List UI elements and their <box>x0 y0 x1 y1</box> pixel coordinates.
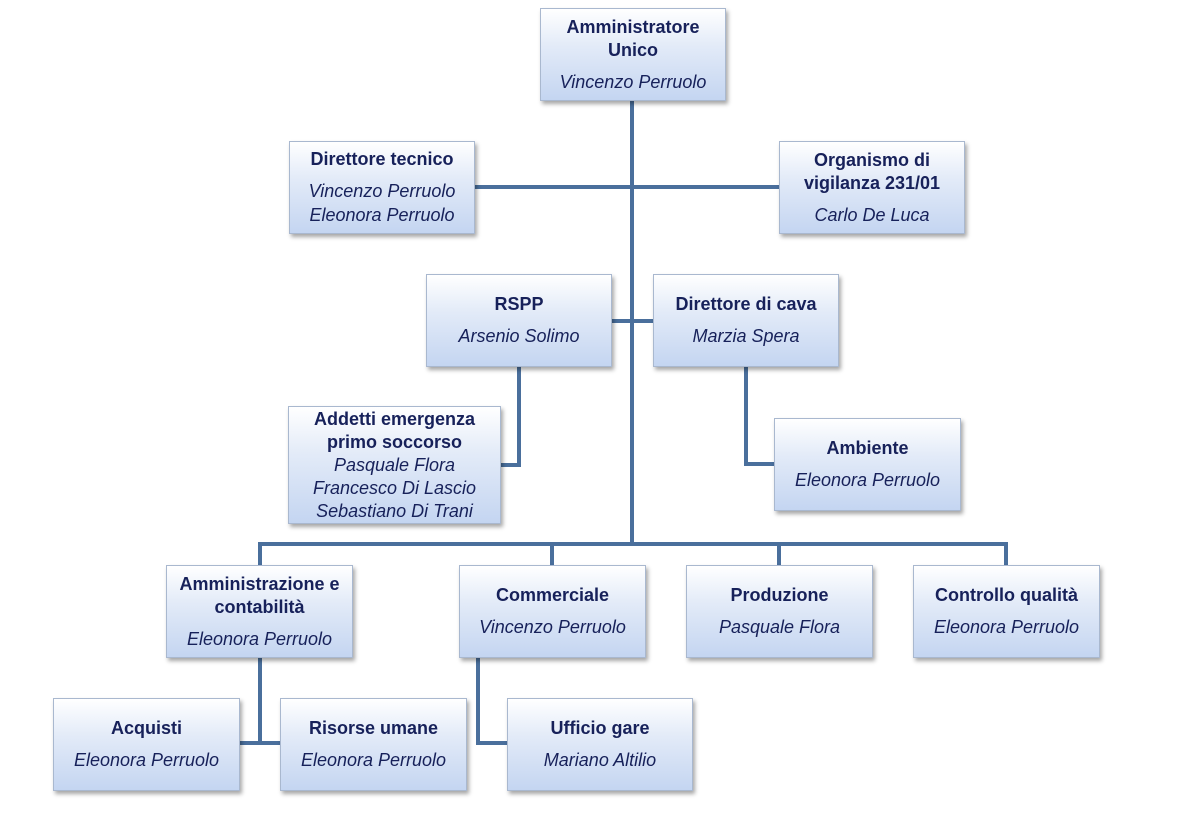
node-role: Commerciale <box>495 585 610 605</box>
node-role: Ambiente <box>826 438 909 458</box>
node-direttore-cava: Direttore di cava Marzia Spera <box>653 274 839 367</box>
connector-rspp-addetti <box>499 366 521 467</box>
node-role: Organismo di vigilanza 231/01 <box>803 149 941 193</box>
node-role: Amministrazione e contabilità <box>179 573 340 617</box>
node-names: Eleonora Perruolo <box>186 628 333 649</box>
node-names: Vincenzo Perruolo <box>559 71 707 92</box>
node-risorse-umane: Risorse umane Eleonora Perruolo <box>280 698 467 791</box>
node-names: Eleonora Perruolo <box>794 470 941 490</box>
node-names: Carlo De Luca <box>814 204 930 225</box>
node-role: Ufficio gare <box>550 718 650 738</box>
node-role: Addetti emergenza primo soccorso <box>313 408 476 452</box>
node-organismo-vigilanza: Organismo di vigilanza 231/01 Carlo De L… <box>779 141 965 234</box>
node-names: Pasquale Flora Francesco Di Lascio Sebas… <box>312 454 477 521</box>
node-role: Direttore tecnico <box>310 149 454 169</box>
node-direttore-tecnico: Direttore tecnico Vincenzo Perruolo Eleo… <box>289 141 475 234</box>
node-controllo-qualita: Controllo qualità Eleonora Perruolo <box>913 565 1100 658</box>
node-produzione: Produzione Pasquale Flora <box>686 565 873 658</box>
node-role: Controllo qualità <box>935 585 1078 605</box>
node-role: RSPP <box>494 294 544 314</box>
node-role: Produzione <box>730 585 829 605</box>
node-role: Risorse umane <box>308 718 439 738</box>
node-names: Vincenzo Perruolo <box>479 617 626 637</box>
node-names: Eleonora Perruolo <box>933 617 1080 637</box>
node-names: Pasquale Flora <box>718 617 841 637</box>
node-role: Amministratore Unico <box>566 16 700 60</box>
node-amministrazione-contabilita: Amministrazione e contabilità Eleonora P… <box>166 565 353 658</box>
node-role: Direttore di cava <box>675 294 817 314</box>
connector-commerciale-gare <box>476 656 509 745</box>
connector-amministrazione-acquisti-risorse <box>238 656 282 745</box>
node-names: Marzia Spera <box>692 326 800 346</box>
node-names: Arsenio Solimo <box>458 326 580 346</box>
connector-cava-ambiente <box>744 366 776 466</box>
node-amministratore-unico: Amministratore Unico Vincenzo Perruolo <box>540 8 726 101</box>
node-rspp: RSPP Arsenio Solimo <box>426 274 612 367</box>
node-names: Eleonora Perruolo <box>73 750 220 770</box>
node-names: Eleonora Perruolo <box>300 750 447 770</box>
node-role: Acquisti <box>110 718 182 738</box>
node-acquisti: Acquisti Eleonora Perruolo <box>53 698 240 791</box>
node-ufficio-gare: Ufficio gare Mariano Altilio <box>507 698 693 791</box>
node-addetti-emergenza: Addetti emergenza primo soccorso Pasqual… <box>288 406 501 524</box>
node-commerciale: Commerciale Vincenzo Perruolo <box>459 565 646 658</box>
node-ambiente: Ambiente Eleonora Perruolo <box>774 418 961 511</box>
node-names: Mariano Altilio <box>543 750 657 770</box>
node-names: Vincenzo Perruolo Eleonora Perruolo <box>308 181 456 225</box>
